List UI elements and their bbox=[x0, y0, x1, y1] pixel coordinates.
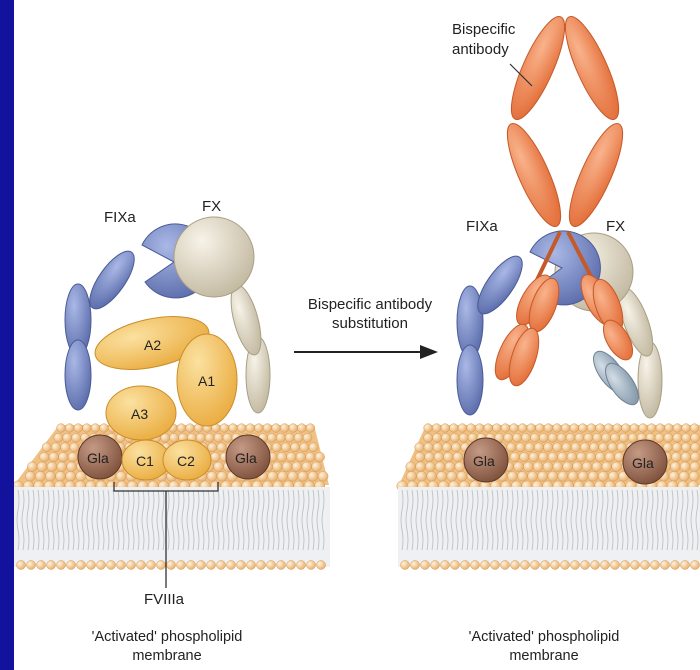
fixa-label-left: FIXa bbox=[104, 209, 136, 226]
antibody-label-line1: Bispecific bbox=[452, 21, 516, 38]
left-caption-line2: membrane bbox=[132, 648, 201, 664]
fixa-label-right: FIXa bbox=[466, 218, 498, 235]
fx-label-left: FX bbox=[202, 198, 221, 215]
right-caption-line1: 'Activated' phospholipid bbox=[469, 629, 620, 645]
substitution-arrow bbox=[294, 345, 438, 359]
a1-label: A1 bbox=[198, 373, 215, 389]
bispecific-antibody bbox=[488, 11, 638, 389]
a2-label: A2 bbox=[144, 337, 161, 353]
right-caption-line2: membrane bbox=[509, 648, 578, 664]
c2-label: C2 bbox=[177, 453, 195, 469]
fx-label-right: FX bbox=[606, 218, 625, 235]
gla-label-left-1: Gla bbox=[87, 450, 109, 466]
gla-label-right-1: Gla bbox=[473, 453, 495, 469]
gla-label-left-2: Gla bbox=[235, 450, 257, 466]
left-caption-line1: 'Activated' phospholipid bbox=[92, 629, 243, 645]
a3-label: A3 bbox=[131, 406, 148, 422]
arrow-label-line2: substitution bbox=[332, 315, 408, 332]
arrow-label-line1: Bispecific antibody bbox=[308, 296, 433, 313]
gla-label-right-2: Gla bbox=[632, 455, 654, 471]
antibody-label-line2: antibody bbox=[452, 41, 509, 58]
diagram-panel: FIXa FX A2 A1 A3 C1 C2 Gla Gla FVIIIa 'A… bbox=[14, 0, 700, 670]
c1-label: C1 bbox=[136, 453, 154, 469]
coagulation-diagram: FIXa FX A2 A1 A3 C1 C2 Gla Gla FVIIIa 'A… bbox=[14, 0, 700, 670]
fviiia-label: FVIIIa bbox=[144, 591, 185, 608]
